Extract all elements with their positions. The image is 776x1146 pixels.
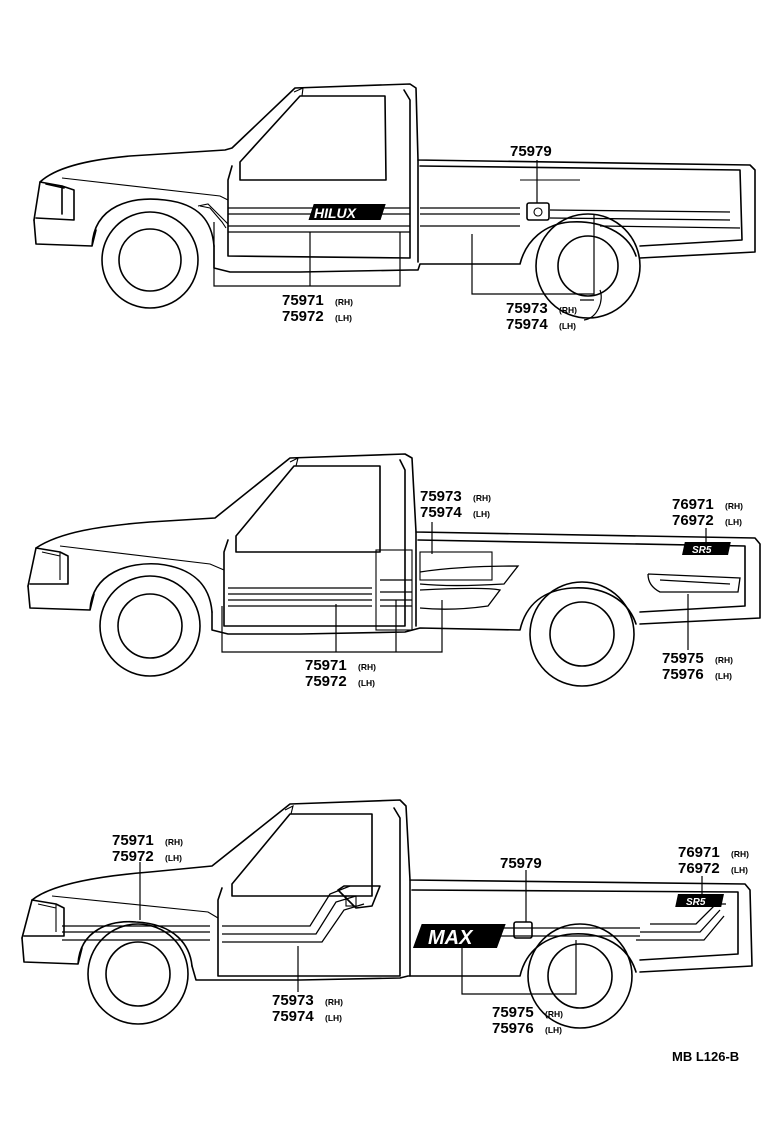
callout-v3-75976: 75976	[492, 1020, 534, 1037]
callout-v2-75975-side: (RH)	[715, 655, 733, 665]
callout-v3-75973-side: (RH)	[325, 997, 343, 1007]
callout-v1-75972: 75972	[282, 308, 324, 325]
callout-v2-75976: 75976	[662, 666, 704, 683]
callout-v2-75974-side: (LH)	[473, 509, 490, 519]
truck-view-1: HILUX 75979 75971 (RH) 75972 (LH) 75973 …	[33, 83, 756, 333]
callout-v3-75974: 75974	[272, 1008, 314, 1025]
sr5-badge-v2: SR5	[682, 542, 731, 556]
callout-v2-75971: 75971	[305, 657, 347, 674]
callout-v1-75971-side: (RH)	[335, 297, 353, 307]
callout-v2-75971-side: (RH)	[358, 662, 376, 672]
callout-v2-75976-side: (LH)	[715, 671, 732, 681]
callout-v1-75974-side: (LH)	[559, 321, 576, 331]
callout-v3-75975: 75975	[492, 1004, 534, 1021]
callout-v3-75971: 75971	[112, 832, 154, 849]
callout-v2-76971: 76971	[672, 496, 714, 513]
callout-v2-75974: 75974	[420, 504, 462, 521]
truck-view-3: MAX SR5 75971 (RH) 75972 (LH) 75979 7697…	[21, 799, 753, 1037]
callout-v1-75979: 75979	[510, 143, 552, 160]
callout-v3-75976-side: (LH)	[545, 1025, 562, 1035]
sr5-badge-v3: SR5	[675, 894, 724, 908]
sr5-badge-v2-text: SR5	[692, 545, 712, 556]
callout-v2-76972: 76972	[672, 512, 714, 529]
callout-v2-75975: 75975	[662, 650, 704, 667]
callout-v1-75973-side: (RH)	[559, 305, 577, 315]
callout-v3-76972-side: (LH)	[731, 865, 748, 875]
callout-v2-76972-side: (LH)	[725, 517, 742, 527]
max-badge: MAX	[412, 924, 506, 949]
callout-v1-75973: 75973	[506, 300, 548, 317]
callout-v2-75972: 75972	[305, 673, 347, 690]
sr5-badge-v3-text: SR5	[686, 897, 706, 908]
figure-reference: MB L126-B	[672, 1049, 739, 1064]
callout-v3-75979: 75979	[500, 855, 542, 872]
max-badge-text: MAX	[428, 927, 474, 949]
callout-v3-75973: 75973	[272, 992, 314, 1009]
callout-v3-75972: 75972	[112, 848, 154, 865]
callout-v3-75972-side: (LH)	[165, 853, 182, 863]
callout-v1-75971: 75971	[282, 292, 324, 309]
callout-v3-76971-side: (RH)	[731, 849, 749, 859]
truck-view-2: SR5 75973 (RH) 75974 (LH) 76971 (RH) 769…	[27, 453, 761, 690]
hilux-badge: HILUX	[308, 204, 386, 221]
callout-v3-75975-side: (RH)	[545, 1009, 563, 1019]
callout-v2-75972-side: (LH)	[358, 678, 375, 688]
callout-v2-75973-side: (RH)	[473, 493, 491, 503]
callout-v1-75972-side: (LH)	[335, 313, 352, 323]
callout-v3-76972: 76972	[678, 860, 720, 877]
callout-v1-75974: 75974	[506, 316, 548, 333]
hilux-badge-text: HILUX	[314, 205, 358, 221]
callout-v3-76971: 76971	[678, 844, 720, 861]
callout-v2-76971-side: (RH)	[725, 501, 743, 511]
callout-v3-75974-side: (LH)	[325, 1013, 342, 1023]
callout-v2-75973: 75973	[420, 488, 462, 505]
callout-v3-75971-side: (RH)	[165, 837, 183, 847]
